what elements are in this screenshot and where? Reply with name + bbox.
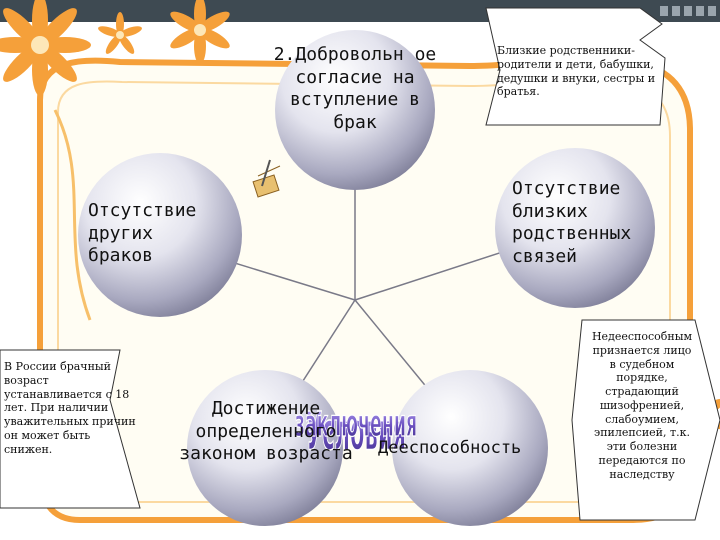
flower-icon bbox=[170, 0, 230, 64]
flower-icon bbox=[0, 0, 91, 96]
node-no-relatives-circle bbox=[495, 148, 655, 308]
node-capacity-circle bbox=[392, 370, 548, 526]
node-consent-label: 2.Добровольн ое согласие на вступление в… bbox=[273, 44, 437, 133]
center-title-bottom: заключения bbox=[295, 402, 417, 446]
book-pen-icon bbox=[252, 159, 281, 198]
note-age-text: В России брачный возраст устанавливается… bbox=[4, 360, 136, 456]
note-capacity-shape bbox=[571, 319, 720, 521]
note-relatives-shape bbox=[485, 7, 666, 126]
node-no-marriages-circle bbox=[78, 153, 242, 317]
node-capacity-label: Дееспособность bbox=[378, 438, 522, 458]
node-no-relatives-label: Отсутствие близких родственных связей bbox=[512, 178, 632, 267]
note-age-shape bbox=[0, 349, 141, 509]
center-title-top: Условия bbox=[306, 402, 406, 462]
node-age-label: Достижение определенного законом возраст… bbox=[179, 398, 353, 464]
node-age-circle bbox=[187, 370, 343, 526]
node-consent-circle bbox=[275, 30, 435, 190]
node-no-marriages-label: Отсутствие других браков bbox=[88, 200, 197, 266]
flower-icon bbox=[98, 12, 142, 54]
note-relatives-text: Близкие родственники-родители и дети, ба… bbox=[497, 44, 656, 99]
note-capacity-text: Недееспособным признается лицо в судебно… bbox=[591, 330, 693, 481]
